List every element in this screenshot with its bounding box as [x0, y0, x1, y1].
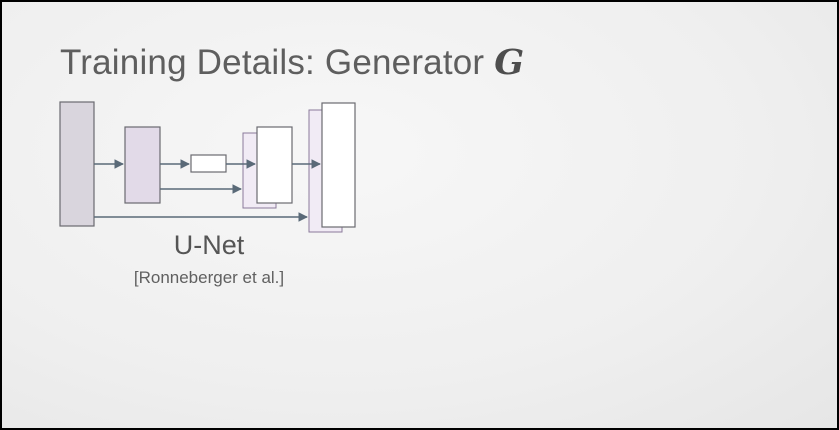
title-text: Training Details: Generator — [60, 43, 485, 82]
citation: [Ronneberger et al.] — [133, 268, 285, 287]
input-block — [59, 101, 95, 227]
slide-title: Training Details: Generator G — [60, 42, 524, 83]
decoder-front-block — [256, 126, 293, 204]
bottleneck-block — [190, 154, 227, 173]
output-front-block — [321, 102, 356, 228]
diagram-label: U-Net — [173, 230, 245, 260]
encoder-block — [124, 126, 161, 204]
title-variable: G — [494, 42, 525, 83]
